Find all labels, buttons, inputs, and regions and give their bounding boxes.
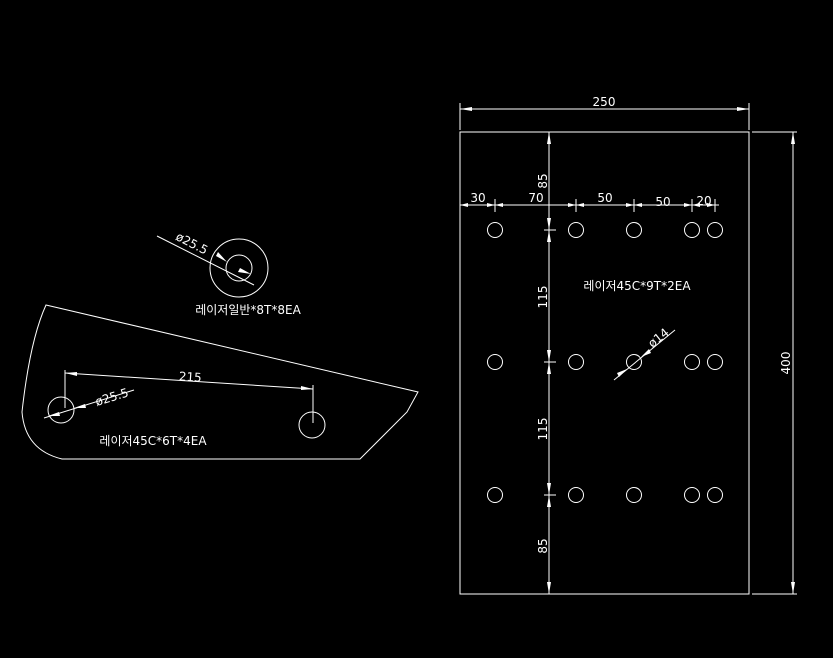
plate-hole bbox=[568, 222, 584, 238]
dim-50b-label: 50 bbox=[655, 195, 670, 209]
plate-hole bbox=[487, 222, 503, 238]
bracket-hole-dia-label: ø25.5 bbox=[93, 386, 130, 409]
plate-width-label: 250 bbox=[593, 95, 616, 109]
plate-note: 레이저45C*9T*2EA bbox=[583, 279, 691, 293]
dim-115b-label: 115 bbox=[536, 418, 550, 441]
plate-hole bbox=[568, 354, 584, 370]
plate-hole bbox=[707, 354, 723, 370]
dim-115a-label: 115 bbox=[536, 286, 550, 309]
dim-70-label: 70 bbox=[528, 191, 543, 205]
plate-hole bbox=[684, 487, 700, 503]
bracket-spacing-label: 215 bbox=[178, 369, 202, 385]
dim-top-85-label: 85 bbox=[536, 173, 550, 188]
plate-vertical-chain-dimension: 85 115 115 85 bbox=[536, 132, 556, 594]
plate-hole bbox=[626, 354, 642, 370]
plate-part: 250 400 3 bbox=[459, 95, 797, 595]
dim-30-label: 30 bbox=[470, 191, 485, 205]
plate-height-label: 400 bbox=[779, 352, 793, 375]
plate-hole bbox=[707, 222, 723, 238]
washer-inner-circle bbox=[225, 254, 253, 282]
plate-hole bbox=[568, 487, 584, 503]
plate-height-dimension: 400 bbox=[752, 131, 797, 595]
plate-hole-diameter-leader: ø14 bbox=[613, 325, 676, 381]
plate-hole bbox=[626, 222, 642, 238]
plate-hole bbox=[487, 487, 503, 503]
plate-hole bbox=[684, 222, 700, 238]
plate-hole-dia-label: ø14 bbox=[645, 325, 671, 350]
plate-hole bbox=[487, 354, 503, 370]
plate-hole-pattern bbox=[487, 222, 723, 503]
washer-note: 레이저일반*8T*8EA bbox=[195, 303, 301, 317]
bracket-note: 레이저45C*6T*4EA bbox=[99, 434, 207, 448]
plate-hole bbox=[707, 487, 723, 503]
washer-dia-leader bbox=[156, 235, 255, 286]
plate-horizontal-chain-dimension: 30 70 50 50 20 bbox=[460, 191, 719, 212]
washer-outer-circle bbox=[209, 238, 269, 298]
plate-hole bbox=[684, 354, 700, 370]
plate-hole bbox=[626, 487, 642, 503]
dim-20-label: 20 bbox=[696, 194, 711, 208]
bracket-hole-right bbox=[298, 411, 326, 439]
bracket-hole-spacing-dimension: 215 bbox=[64, 369, 314, 423]
bracket-hole-diameter-leader: ø25.5 bbox=[43, 386, 135, 419]
bracket-outline bbox=[21, 304, 419, 460]
dim-50a-label: 50 bbox=[597, 191, 612, 205]
bracket-part: 215 ø25.5 레이저45C*6T*4EA bbox=[21, 304, 419, 460]
dim-bottom-85-label: 85 bbox=[536, 538, 550, 553]
plate-width-dimension: 250 bbox=[459, 95, 750, 130]
plate-outline bbox=[459, 131, 750, 595]
bracket-hole-left bbox=[47, 396, 75, 424]
washer-part: ø25.5 레이저일반*8T*8EA bbox=[156, 229, 302, 317]
